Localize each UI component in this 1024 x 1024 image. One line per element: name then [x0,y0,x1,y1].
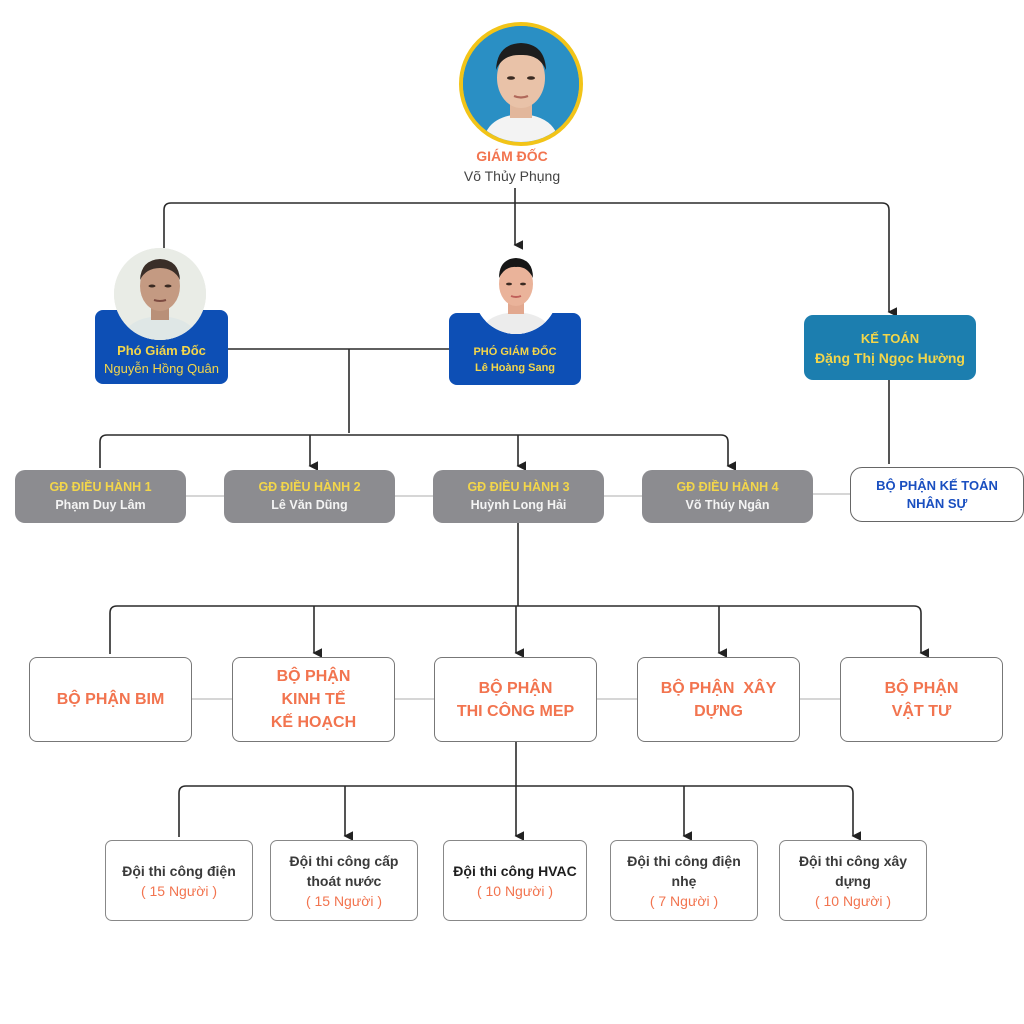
team-name: Đội thi công cấp [289,852,399,869]
deputy-avatar-2 [474,250,558,334]
director-title: GIÁM ĐỐC [476,148,548,164]
department-card-economics-planning[interactable]: BỘ PHẬN KINH TẾ KẾ HOẠCH [232,657,395,742]
team-name: Đội thi công điện [627,852,741,869]
executive-name: Võ Thúy Ngân [685,498,770,512]
deputy-director-card-2[interactable]: PHÓ GIÁM ĐỐC Lê Hoàng Sang [449,313,581,385]
director-avatar [459,22,583,146]
executive-card-3[interactable]: GĐ ĐIỀU HÀNH 3 Huỳnh Long Hải [433,470,604,523]
team-card-construction[interactable]: Đội thi công xây dựng ( 10 Người ) [779,840,927,921]
team-headcount: ( 15 Người ) [140,882,218,899]
accountant-title: KẾ TOÁN [860,331,920,346]
director-name: Võ Thủy Phụng [463,168,561,184]
department-label: BỘ PHẬN BIM [56,691,165,708]
executive-card-1[interactable]: GĐ ĐIỀU HÀNH 1 Phạm Duy Lâm [15,470,186,523]
department-label: VẬT TƯ [891,702,952,720]
department-card-construction[interactable]: BỘ PHẬN XÂY DỰNG [637,657,800,742]
executive-name: Huỳnh Long Hải [470,498,567,512]
team-name: thoát nước [306,872,382,889]
team-card-low-voltage[interactable]: Đội thi công điện nhẹ ( 7 Người ) [610,840,758,921]
department-label: THI CÔNG MEP [456,702,575,720]
accountant-name: Đặng Thị Ngọc Hường [815,350,965,366]
hr-accounting-department-card[interactable]: BỘ PHẬN KẾ TOÁN NHÂN SỰ [850,467,1024,522]
team-name: nhẹ [671,872,697,889]
executive-card-4[interactable]: GĐ ĐIỀU HÀNH 4 Võ Thúy Ngân [642,470,813,523]
department-label: KẾ HOẠCH [270,714,357,731]
executive-card-2[interactable]: GĐ ĐIỀU HÀNH 2 Lê Văn Dũng [224,470,395,523]
accountant-card[interactable]: KẾ TOÁN Đặng Thị Ngọc Hường [804,315,976,380]
person-photo-icon [114,248,206,340]
executive-title: GĐ ĐIỀU HÀNH 2 [258,480,361,494]
department-label: DỰNG [694,702,743,720]
deputy-name: Nguyễn Hồng Quân [104,361,219,376]
team-name: Đội thi công xây [798,852,908,869]
team-name: Đội thi công HVAC [453,862,577,879]
deputy-title: Phó Giám Đốc [117,343,206,358]
executive-title: GĐ ĐIỀU HÀNH 3 [467,480,570,494]
department-card-materials[interactable]: BỘ PHẬN VẬT TƯ [840,657,1003,742]
executive-title: GĐ ĐIỀU HÀNH 1 [49,480,152,494]
department-label: BỘ PHẬN [884,679,959,697]
department-label: KINH TẾ [281,691,346,708]
department-label: BỘ PHẬN [478,679,553,697]
hr-department-line-1: BỘ PHẬN KẾ TOÁN [876,478,998,493]
deputy-name: Lê Hoàng Sang [474,362,556,374]
team-headcount: ( 15 Người ) [305,892,383,909]
executive-name: Phạm Duy Lâm [55,498,146,512]
team-headcount: ( 7 Người ) [649,892,719,909]
department-label: BỘ PHẬN XÂY [660,679,777,697]
department-card-bim[interactable]: BỘ PHẬN BIM [29,657,192,742]
deputy-title: PHÓ GIÁM ĐỐC [473,346,557,358]
connector-director-branch [163,202,897,317]
team-card-electrical[interactable]: Đội thi công điện ( 15 Người ) [105,840,253,921]
team-headcount: ( 10 Người ) [476,882,554,899]
team-headcount: ( 10 Người ) [814,892,892,909]
person-photo-icon [463,26,579,142]
department-label: BỘ PHẬN [276,668,351,685]
team-name: dựng [835,872,871,889]
team-name: Đội thi công điện [122,862,236,879]
person-photo-icon [474,250,558,334]
executive-title: GĐ ĐIỀU HÀNH 4 [676,480,779,494]
department-card-mep[interactable]: BỘ PHẬN THI CÔNG MEP [434,657,597,742]
deputy-avatar-1 [114,248,206,340]
team-card-plumbing[interactable]: Đội thi công cấp thoát nước ( 15 Người ) [270,840,418,921]
hr-department-line-2: NHÂN SỰ [906,496,968,511]
executive-name: Lê Văn Dũng [271,498,348,512]
team-card-hvac[interactable]: Đội thi công HVAC ( 10 Người ) [443,840,587,921]
connector-exec-branch [99,434,736,471]
